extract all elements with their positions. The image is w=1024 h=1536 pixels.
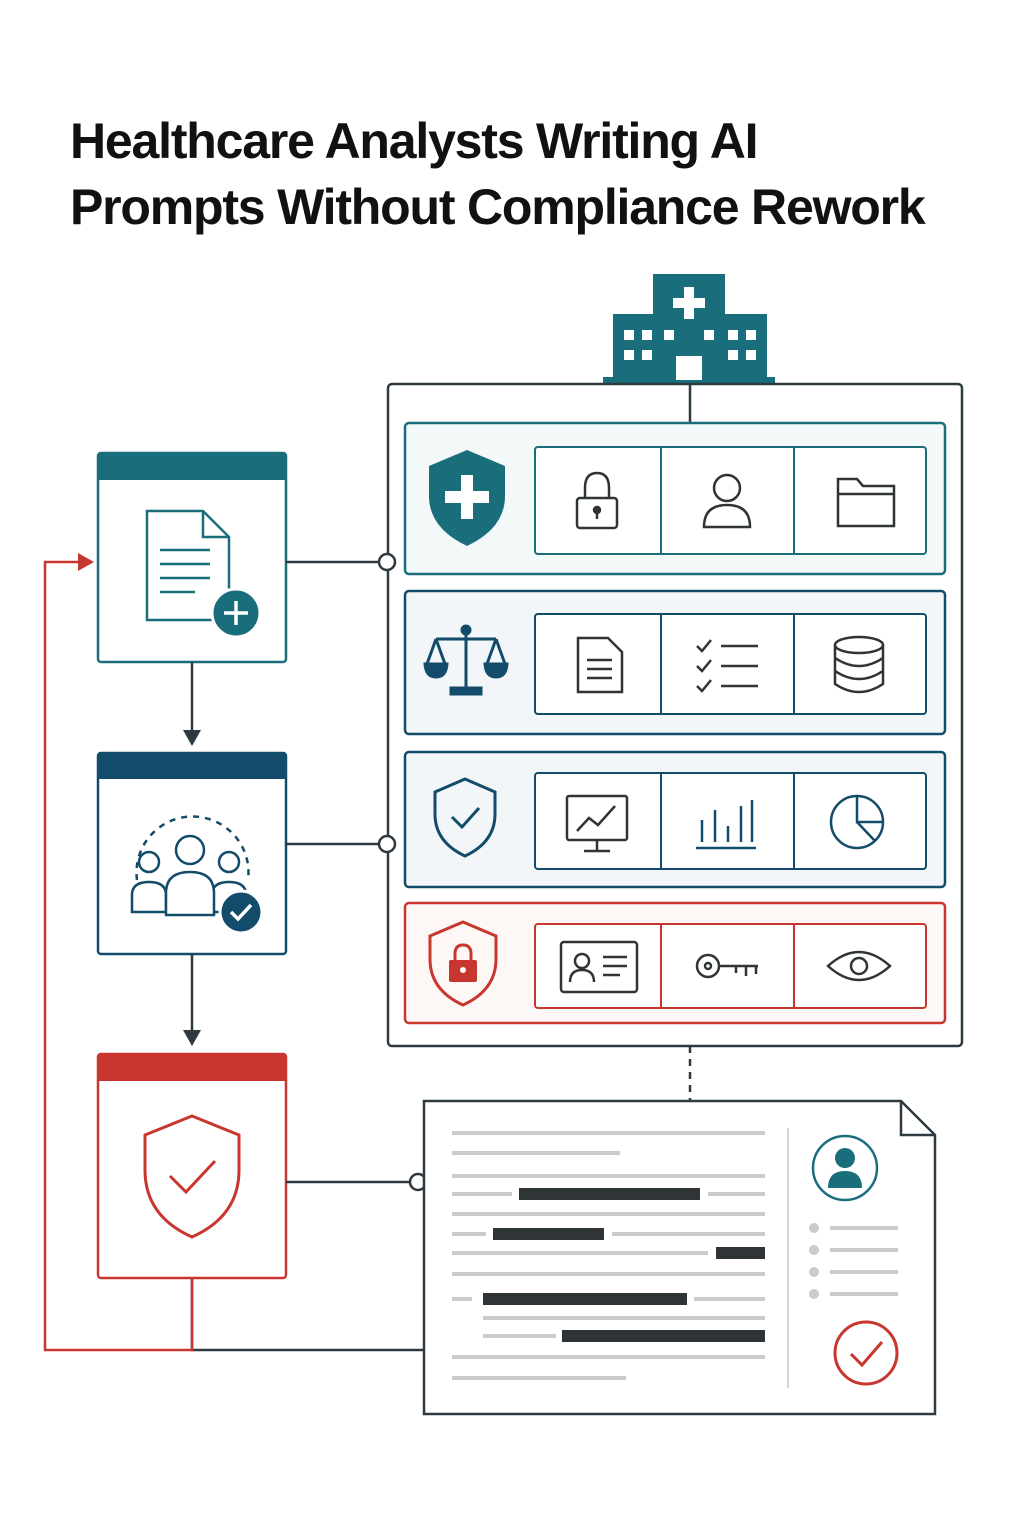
title-line-1: Healthcare Analysts Writing AI [70, 113, 759, 169]
shield-check-icon [433, 777, 497, 858]
key-icon [695, 953, 758, 979]
workflow-card-draft [96, 451, 288, 664]
scales-icon [423, 624, 509, 696]
pie-chart-icon [829, 794, 885, 850]
redaction-bars [483, 1188, 765, 1342]
shield-lock-icon [428, 920, 498, 1007]
title-line-2: Prompts Without Compliance Rework [70, 179, 926, 235]
folder-icon [836, 477, 896, 528]
panel-row-security [403, 901, 947, 1025]
user-avatar-icon [811, 1134, 879, 1202]
panel-row-privacy [403, 421, 947, 576]
hospital-building-icon [603, 274, 775, 384]
eye-icon [826, 950, 892, 982]
shield-check-icon [143, 1114, 241, 1239]
bar-chart-icon [696, 800, 756, 850]
flow-arrows [183, 662, 201, 1046]
shield-cross-icon [429, 450, 505, 546]
page-title: Healthcare Analysts Writing AI Prompts W… [70, 108, 990, 240]
detail-list [809, 1223, 898, 1299]
panel-row-regulation [403, 589, 947, 736]
workflow-card-approval [96, 1052, 288, 1280]
user-icon [702, 473, 752, 529]
database-icon [833, 635, 885, 694]
checklist-icon [696, 639, 758, 693]
rework-loop-arrow [43, 553, 194, 1352]
document-icon [576, 636, 624, 694]
panel-row-analytics [403, 750, 947, 889]
approved-check-icon [833, 1320, 899, 1386]
team-approved-icon [130, 815, 264, 935]
id-card-icon [559, 940, 639, 994]
workflow-card-review [96, 751, 288, 956]
redacted-document-icon [422, 1099, 937, 1416]
padlock-icon [575, 471, 619, 530]
monitor-chart-icon [565, 794, 629, 853]
document-text-lines [452, 1131, 765, 1380]
compliance-panel [386, 382, 964, 1100]
document-add-icon [145, 509, 262, 639]
